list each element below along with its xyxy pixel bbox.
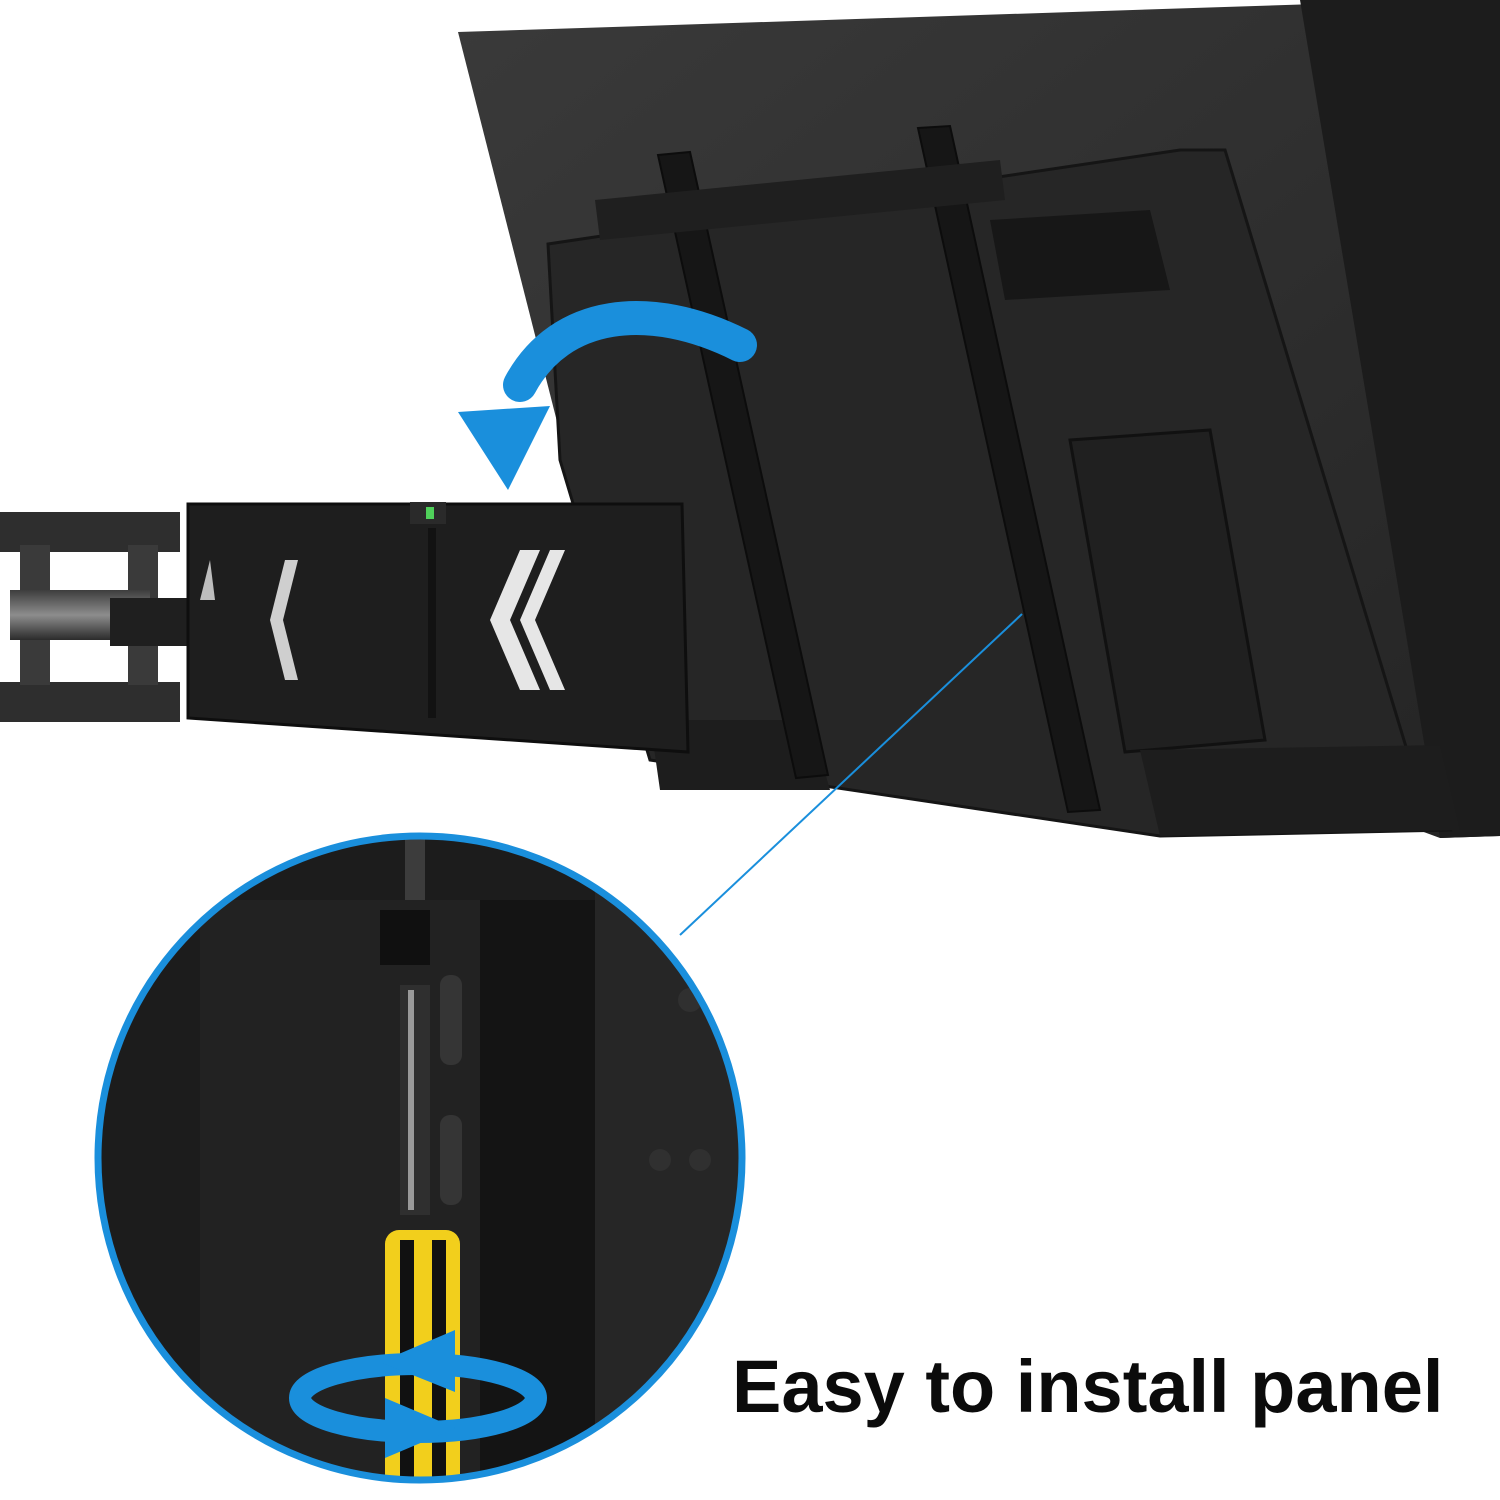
mounting-bracket: [186, 502, 690, 754]
detail-zoom-circle: [94, 832, 746, 1484]
callout-line: [679, 613, 1023, 936]
curved-arrow-icon: [458, 301, 757, 490]
wall-arm: [0, 512, 420, 722]
rotation-arrow-icon: [289, 1330, 547, 1458]
tv-crossbar: [595, 160, 1005, 240]
caption-text: Easy to install panel: [732, 1345, 1444, 1428]
mounting-rails: [656, 124, 1102, 814]
